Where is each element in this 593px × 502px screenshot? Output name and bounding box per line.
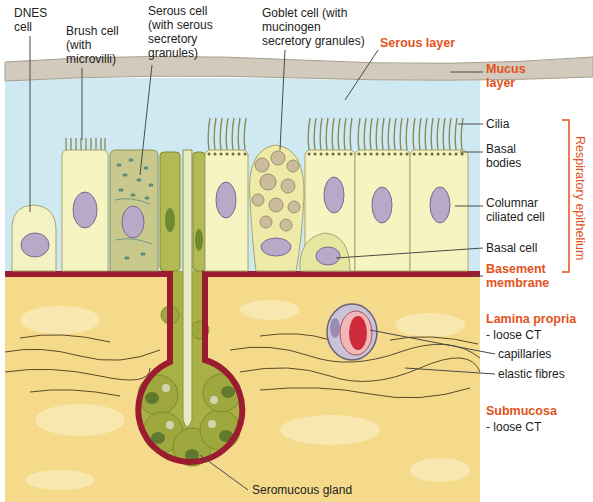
- region-label: Respiratory epithelium: [573, 136, 587, 256]
- ciliated-cell: [355, 150, 410, 271]
- duct-nucleus: [195, 229, 203, 251]
- mucinogen-granule: [288, 201, 300, 213]
- part-label: elastic fibres: [498, 367, 565, 381]
- layer-label: Lamina propria: [486, 312, 576, 326]
- cell-label: Basal cell: [486, 241, 537, 255]
- dnes-cell: [12, 205, 56, 271]
- ciliated-cell: [205, 150, 248, 271]
- mucinogen-granule: [260, 174, 276, 190]
- connective-tissue: [5, 271, 480, 502]
- part-label: Basal bodies: [486, 142, 536, 170]
- serous-cell: [110, 150, 158, 271]
- mucinogen-granule: [287, 160, 299, 172]
- basal-bodies: [209, 153, 462, 156]
- capillary-wall: [327, 304, 377, 360]
- mucinogen-granule: [255, 158, 269, 172]
- goblet-cell: [250, 145, 305, 271]
- layer-label: Serous layer: [380, 36, 455, 50]
- cell-label: Serous cell (with serous secretory granu…: [148, 4, 230, 60]
- gland-granule: [208, 420, 216, 428]
- tissue-texture: [25, 470, 95, 490]
- tissue-note: - loose CT: [486, 420, 541, 434]
- tissue-texture: [410, 458, 470, 482]
- gland-granule: [162, 384, 170, 392]
- duct-cell: [193, 152, 205, 271]
- microvilli: [66, 138, 105, 150]
- nucleus: [430, 187, 450, 223]
- tissue-note: - loose CT: [486, 328, 541, 342]
- cell-label: Brush cell (with microvilli): [66, 24, 132, 66]
- mucinogen-granule: [281, 179, 295, 193]
- cell-label: Columnar ciliated cell: [486, 196, 560, 224]
- leader-line: [30, 36, 495, 490]
- mucinogen-granule: [260, 216, 272, 228]
- capillary-lumen: [340, 311, 372, 355]
- serous-reticulum: [115, 199, 152, 244]
- serous-layer: [5, 78, 480, 271]
- part-label: capillaries: [498, 347, 551, 361]
- tissue-texture: [395, 313, 465, 337]
- mucinogen-granule: [252, 194, 264, 206]
- serous-granule: [118, 160, 152, 258]
- nucleus: [372, 187, 392, 223]
- part-label: Seromucous gland: [252, 483, 352, 497]
- cell-label: DNES cell: [14, 6, 54, 34]
- part-label: Cilia: [486, 117, 509, 131]
- nucleus: [122, 206, 144, 238]
- tissue-texture: [35, 404, 125, 436]
- elastic-fibre: [5, 334, 480, 398]
- brush-cell: [62, 150, 108, 271]
- red-blood-cell: [349, 316, 367, 350]
- nucleus: [73, 192, 97, 228]
- gland-cell: [200, 410, 240, 450]
- mucinogen-granule: [280, 219, 292, 231]
- cell-label: Goblet cell (with mucinogen secretory gr…: [262, 6, 366, 48]
- nucleus: [216, 182, 236, 218]
- duct-cell: [160, 152, 180, 271]
- bracket: [562, 120, 569, 272]
- tissue-texture: [240, 300, 300, 320]
- gland-granule: [210, 396, 218, 404]
- nucleus: [316, 247, 340, 265]
- cilia: [208, 118, 463, 150]
- endothelial-nucleus: [330, 318, 340, 338]
- duct-nucleus: [165, 208, 175, 232]
- gland-granule: [166, 421, 174, 429]
- nucleus: [324, 177, 344, 213]
- gland-nucleus: [145, 392, 159, 404]
- mucinogen-granule: [269, 198, 283, 212]
- gland-lumen: [183, 150, 192, 427]
- gland-nucleus: [221, 386, 235, 398]
- layer-label: Submucosa: [486, 404, 557, 418]
- layer-label: Basement membrane: [486, 262, 562, 290]
- nucleus: [21, 233, 49, 257]
- nucleus: [261, 238, 291, 256]
- basal-cell: [300, 233, 350, 271]
- tissue-texture: [20, 306, 100, 334]
- mucinogen-granule: [271, 151, 285, 165]
- tissue-texture: [280, 415, 380, 445]
- layer-label: Mucus layer: [486, 62, 536, 90]
